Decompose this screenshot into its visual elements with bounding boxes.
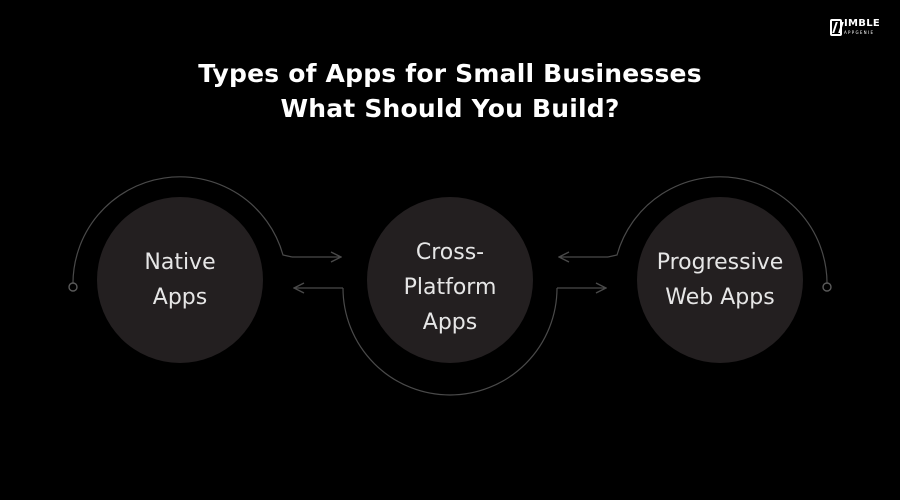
- brand-name: IMBLE: [844, 18, 880, 29]
- node-label-pwa: Progressive Web Apps: [635, 245, 805, 315]
- native-outer-arc: [72, 176, 293, 288]
- native-arc-endpoint: [68, 282, 78, 292]
- title-line-1: Types of Apps for Small Businesses: [198, 59, 702, 88]
- title-line-2: What Should You Build?: [280, 94, 620, 123]
- pwa-arc-endpoint: [822, 282, 832, 292]
- pwa-line-2: Web Apps: [665, 285, 775, 310]
- brand-logo: IMBLE APPGENIE: [830, 18, 882, 40]
- cross-line-2: Platform: [403, 275, 497, 300]
- brand-mark-icon: [830, 19, 842, 36]
- brand-subtitle: APPGENIE: [844, 30, 875, 35]
- native-line-1: Native: [144, 250, 216, 275]
- page-title: Types of Apps for Small Businesses What …: [0, 56, 900, 126]
- node-label-native: Native Apps: [95, 245, 265, 315]
- node-label-cross: Cross- Platform Apps: [365, 235, 535, 340]
- node-circle-cross: [367, 197, 533, 363]
- node-circle-native: [97, 197, 263, 363]
- cross-line-3: Apps: [422, 310, 478, 335]
- native-line-2: Apps: [152, 285, 208, 310]
- pwa-outer-arc: [607, 176, 828, 288]
- cross-line-1: Cross-: [415, 240, 485, 265]
- cross-lower-arc: [342, 287, 558, 396]
- node-circle-pwa: [637, 197, 803, 363]
- pwa-line-1: Progressive: [656, 250, 784, 275]
